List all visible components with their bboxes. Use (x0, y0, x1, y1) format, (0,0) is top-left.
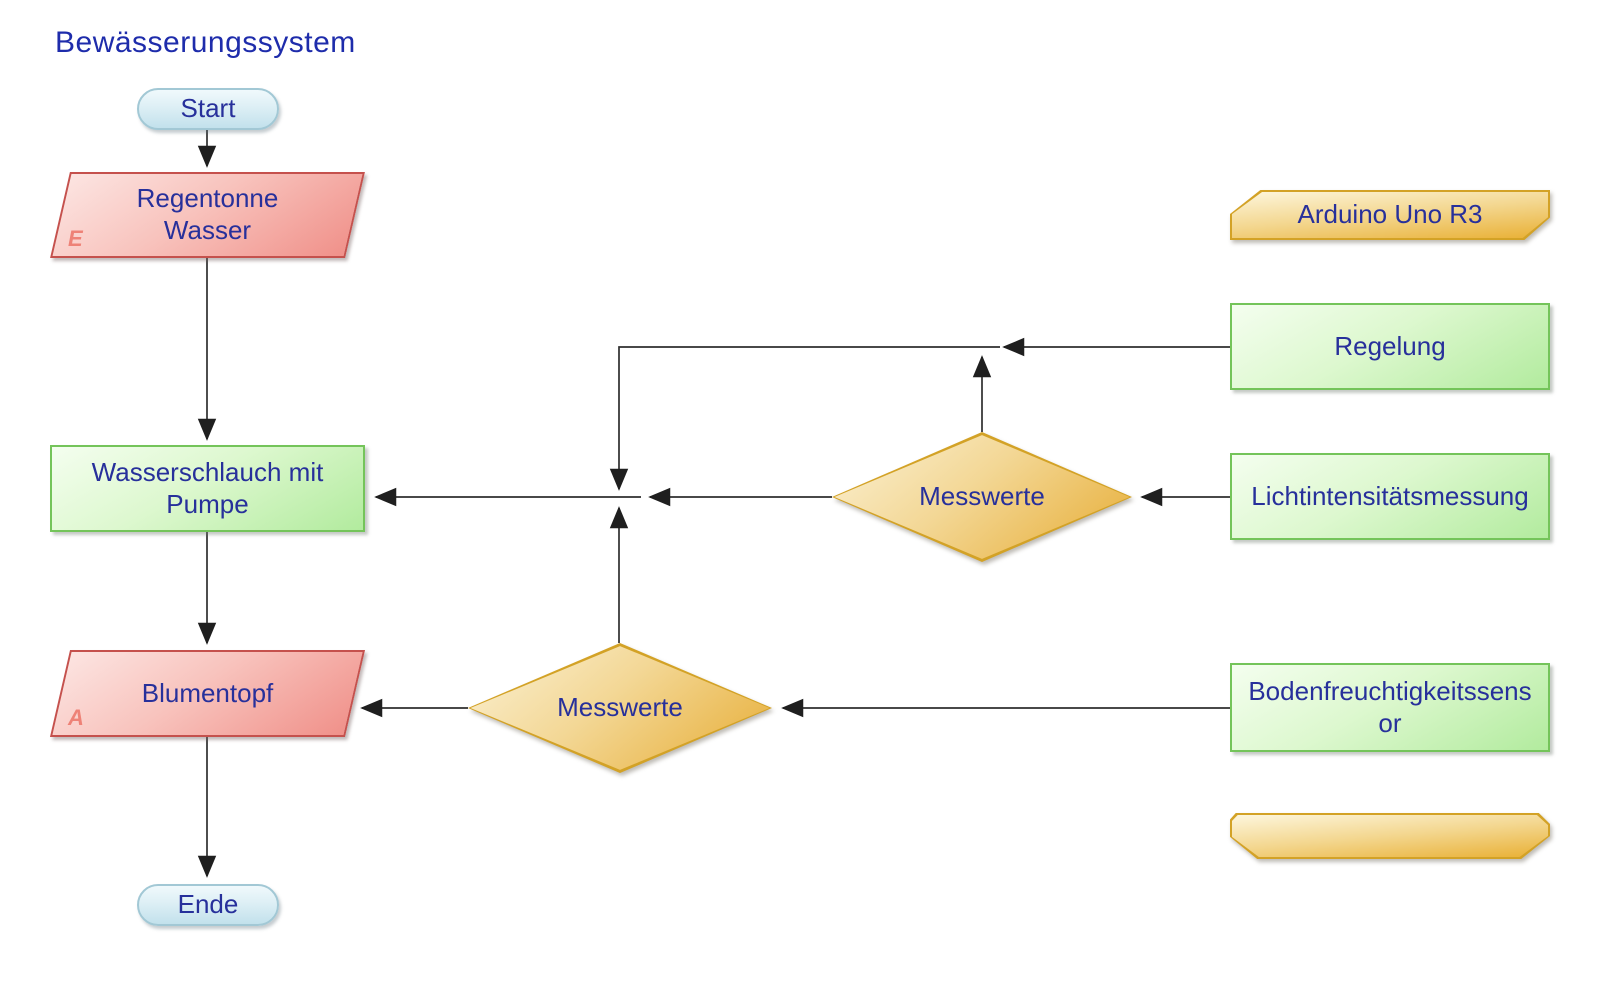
node-regentonne-wasser[interactable]: Regentonne Wasser E (50, 172, 365, 258)
node-start[interactable]: Start (137, 88, 279, 130)
node-messwerte-licht-label: Messwerte (919, 481, 1045, 512)
node-regelung[interactable]: Regelung (1230, 303, 1550, 390)
node-start-label: Start (180, 93, 236, 124)
node-lichtmessung-label: Lichtintensitätsmessung (1251, 480, 1529, 511)
node-messwerte-boden-label: Messwerte (557, 692, 683, 723)
node-regelung-label: Regelung (1334, 330, 1446, 361)
node-bodenfeuchtigkeitssensor[interactable]: Bodenfreuchtigkeitssens or (1230, 663, 1550, 752)
input-marker-letter: E (68, 226, 83, 251)
node-lichtintensitaetsmessung[interactable]: Lichtintensitätsmessung (1230, 453, 1550, 540)
output-marker-letter: A (68, 705, 84, 730)
node-empty-card[interactable] (1230, 813, 1550, 859)
page-title: Bewässerungssystem (55, 26, 356, 59)
node-regentonne-label: Regentonne Wasser (136, 183, 279, 245)
card-shape-fill (1232, 192, 1548, 238)
node-ende[interactable]: Ende (137, 884, 279, 926)
node-bodensensor-label: Bodenfreuchtigkeitssens or (1248, 675, 1532, 738)
node-wasserschlauch-pumpe[interactable]: Wasserschlauch mit Pumpe (50, 445, 365, 532)
node-wasserschlauch-label: Wasserschlauch mit Pumpe (91, 456, 324, 519)
node-arduino-label: Arduino Uno R3 (1297, 199, 1483, 230)
node-blumentopf[interactable]: Blumentopf A (49, 650, 366, 737)
node-messwerte-licht-diamond[interactable]: Messwerte (832, 432, 1132, 562)
node-arduino-uno-r3[interactable]: Arduino Uno R3 (1230, 190, 1550, 240)
node-ende-label: Ende (177, 889, 239, 920)
node-messwerte-boden-diamond[interactable]: Messwerte (468, 643, 772, 773)
card-shape-fill (1232, 815, 1548, 857)
node-blumentopf-label: Blumentopf (141, 677, 274, 708)
